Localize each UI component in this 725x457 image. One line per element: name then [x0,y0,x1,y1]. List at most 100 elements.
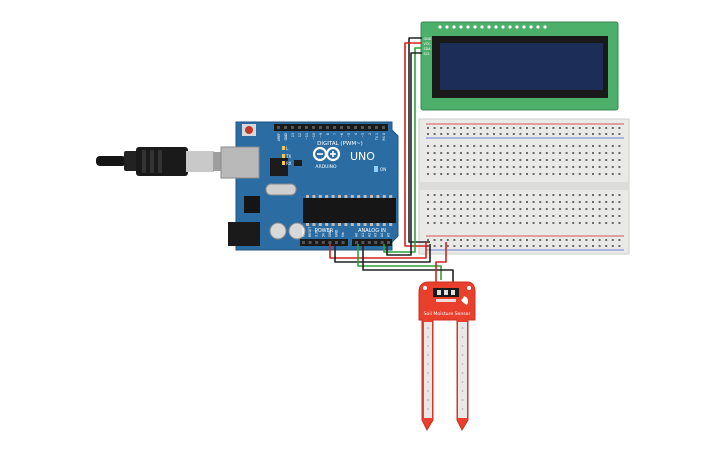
microcontroller-chip [303,195,396,226]
soil-moisture-sensor[interactable]: Soil Moisture Sensor [418,281,476,432]
header-pin[interactable] [326,126,329,129]
voltage-regulator [244,196,260,213]
header-pin[interactable] [354,126,357,129]
digital-pin-label: 12 [298,133,302,137]
l-led-label: L [286,146,289,151]
header-pin[interactable] [312,126,315,129]
digital-pin-label: ~11 [305,133,309,140]
analog-pin-label: A4 [380,233,384,237]
power-pin-label: GND [328,229,332,237]
analog-pin-label: A0 [355,233,359,237]
wire-sensor-vcc[interactable] [435,242,447,284]
sensor-label: Soil Moisture Sensor [424,311,471,317]
header-pin[interactable] [375,126,378,129]
digital-pin-label: ~9 [319,133,323,138]
power-pin-label: 5V [321,232,325,237]
wire-a1[interactable] [362,244,454,284]
lcd-pin-label: SDA [424,47,432,51]
digital-pin-label: 7 [333,133,337,135]
header-pin[interactable] [355,241,358,244]
wire-lcd-sda[interactable] [383,47,422,253]
power-jack [228,222,260,246]
digital-label: DIGITAL (PWM~) [317,141,363,147]
wire-a0[interactable] [357,244,442,280]
analog-pin-label: A1 [361,233,365,237]
tx-led-label: TX [285,154,291,159]
sparkfun-flame-icon [461,296,468,305]
power-pin-label: IOREF [302,227,306,237]
header-pin[interactable] [380,241,384,244]
wire-gnd[interactable] [334,244,431,263]
power-pin-label: 3.3V [315,229,319,237]
digital-pin-label: 4 [354,133,358,135]
header-pin[interactable] [361,241,365,244]
header-pin[interactable] [328,241,332,244]
power-label: POWER [315,228,334,234]
digital-pin-label: AREF [277,133,281,141]
capacitor [288,222,306,240]
digital-pin-label: TX 1 [375,133,379,141]
breadboard[interactable] [418,118,630,255]
power-pin-label: Vin [341,232,345,237]
digital-pin-label: GND [284,132,288,140]
digital-pin-label: ~6 [340,133,344,138]
header-pin[interactable] [333,126,336,129]
usb-jack [220,146,260,179]
header-pin[interactable] [361,126,364,129]
board-model: UNO [350,150,375,163]
wire-lcd-vcc[interactable] [404,42,428,247]
header-pin[interactable] [367,241,371,244]
header-pin[interactable] [315,241,319,244]
analog-label: ANALOG IN [358,228,386,234]
digital-pin-label: ~5 [347,133,351,138]
power-pin-label: RESET [308,227,312,237]
header-pin[interactable] [319,126,322,129]
header-pin[interactable] [277,126,280,129]
header-pin[interactable] [387,241,390,244]
lcd-pin-label: GND [424,37,432,41]
header-pin[interactable] [321,241,325,244]
header-pin[interactable] [308,241,312,244]
wire-lcd-gnd[interactable] [408,37,430,243]
rx-led-label: RX [286,161,292,166]
header-pin[interactable] [305,126,308,129]
wire-5v[interactable] [329,242,427,259]
lcd-screen [440,43,603,90]
arduino-logo-icon [312,146,341,162]
on-led-label: ON [380,167,386,172]
digital-pin-label: 2 [368,133,372,135]
digital-pin-label: 8 [326,133,330,135]
lcd-pin-label: VCC [424,42,432,46]
crystal [265,183,297,196]
header-pin[interactable] [302,241,305,244]
header-pin[interactable] [347,126,350,129]
digital-pin-label: RX 0 [382,133,386,140]
analog-header[interactable] [352,239,392,246]
header-pin[interactable] [341,241,345,244]
analog-pin-label: A3 [374,233,378,237]
header-pin[interactable] [291,126,294,129]
header-pin[interactable] [374,241,378,244]
header-pin[interactable] [340,126,343,129]
digital-pin-label: 13 [291,133,295,137]
wire-lcd-scl[interactable] [386,52,422,256]
analog-pin-label: A5 [387,233,391,237]
usb-cable[interactable] [96,147,223,176]
power-pin-label: GND [335,229,339,237]
header-pin[interactable] [298,126,301,129]
capacitor [269,222,287,240]
lcd-pin-label: SCL [424,52,431,56]
analog-pin-label: A2 [367,233,371,237]
wires [329,37,454,284]
digital-pin-label: ~10 [312,133,316,140]
digital-pin-label: ~3 [361,133,365,138]
header-pin[interactable] [368,126,371,129]
header-pin[interactable] [382,126,385,129]
header-pin[interactable] [284,126,287,129]
board-brand: ARDUINO [315,164,337,170]
header-pin[interactable] [335,241,338,244]
digital-header[interactable] [274,124,388,131]
